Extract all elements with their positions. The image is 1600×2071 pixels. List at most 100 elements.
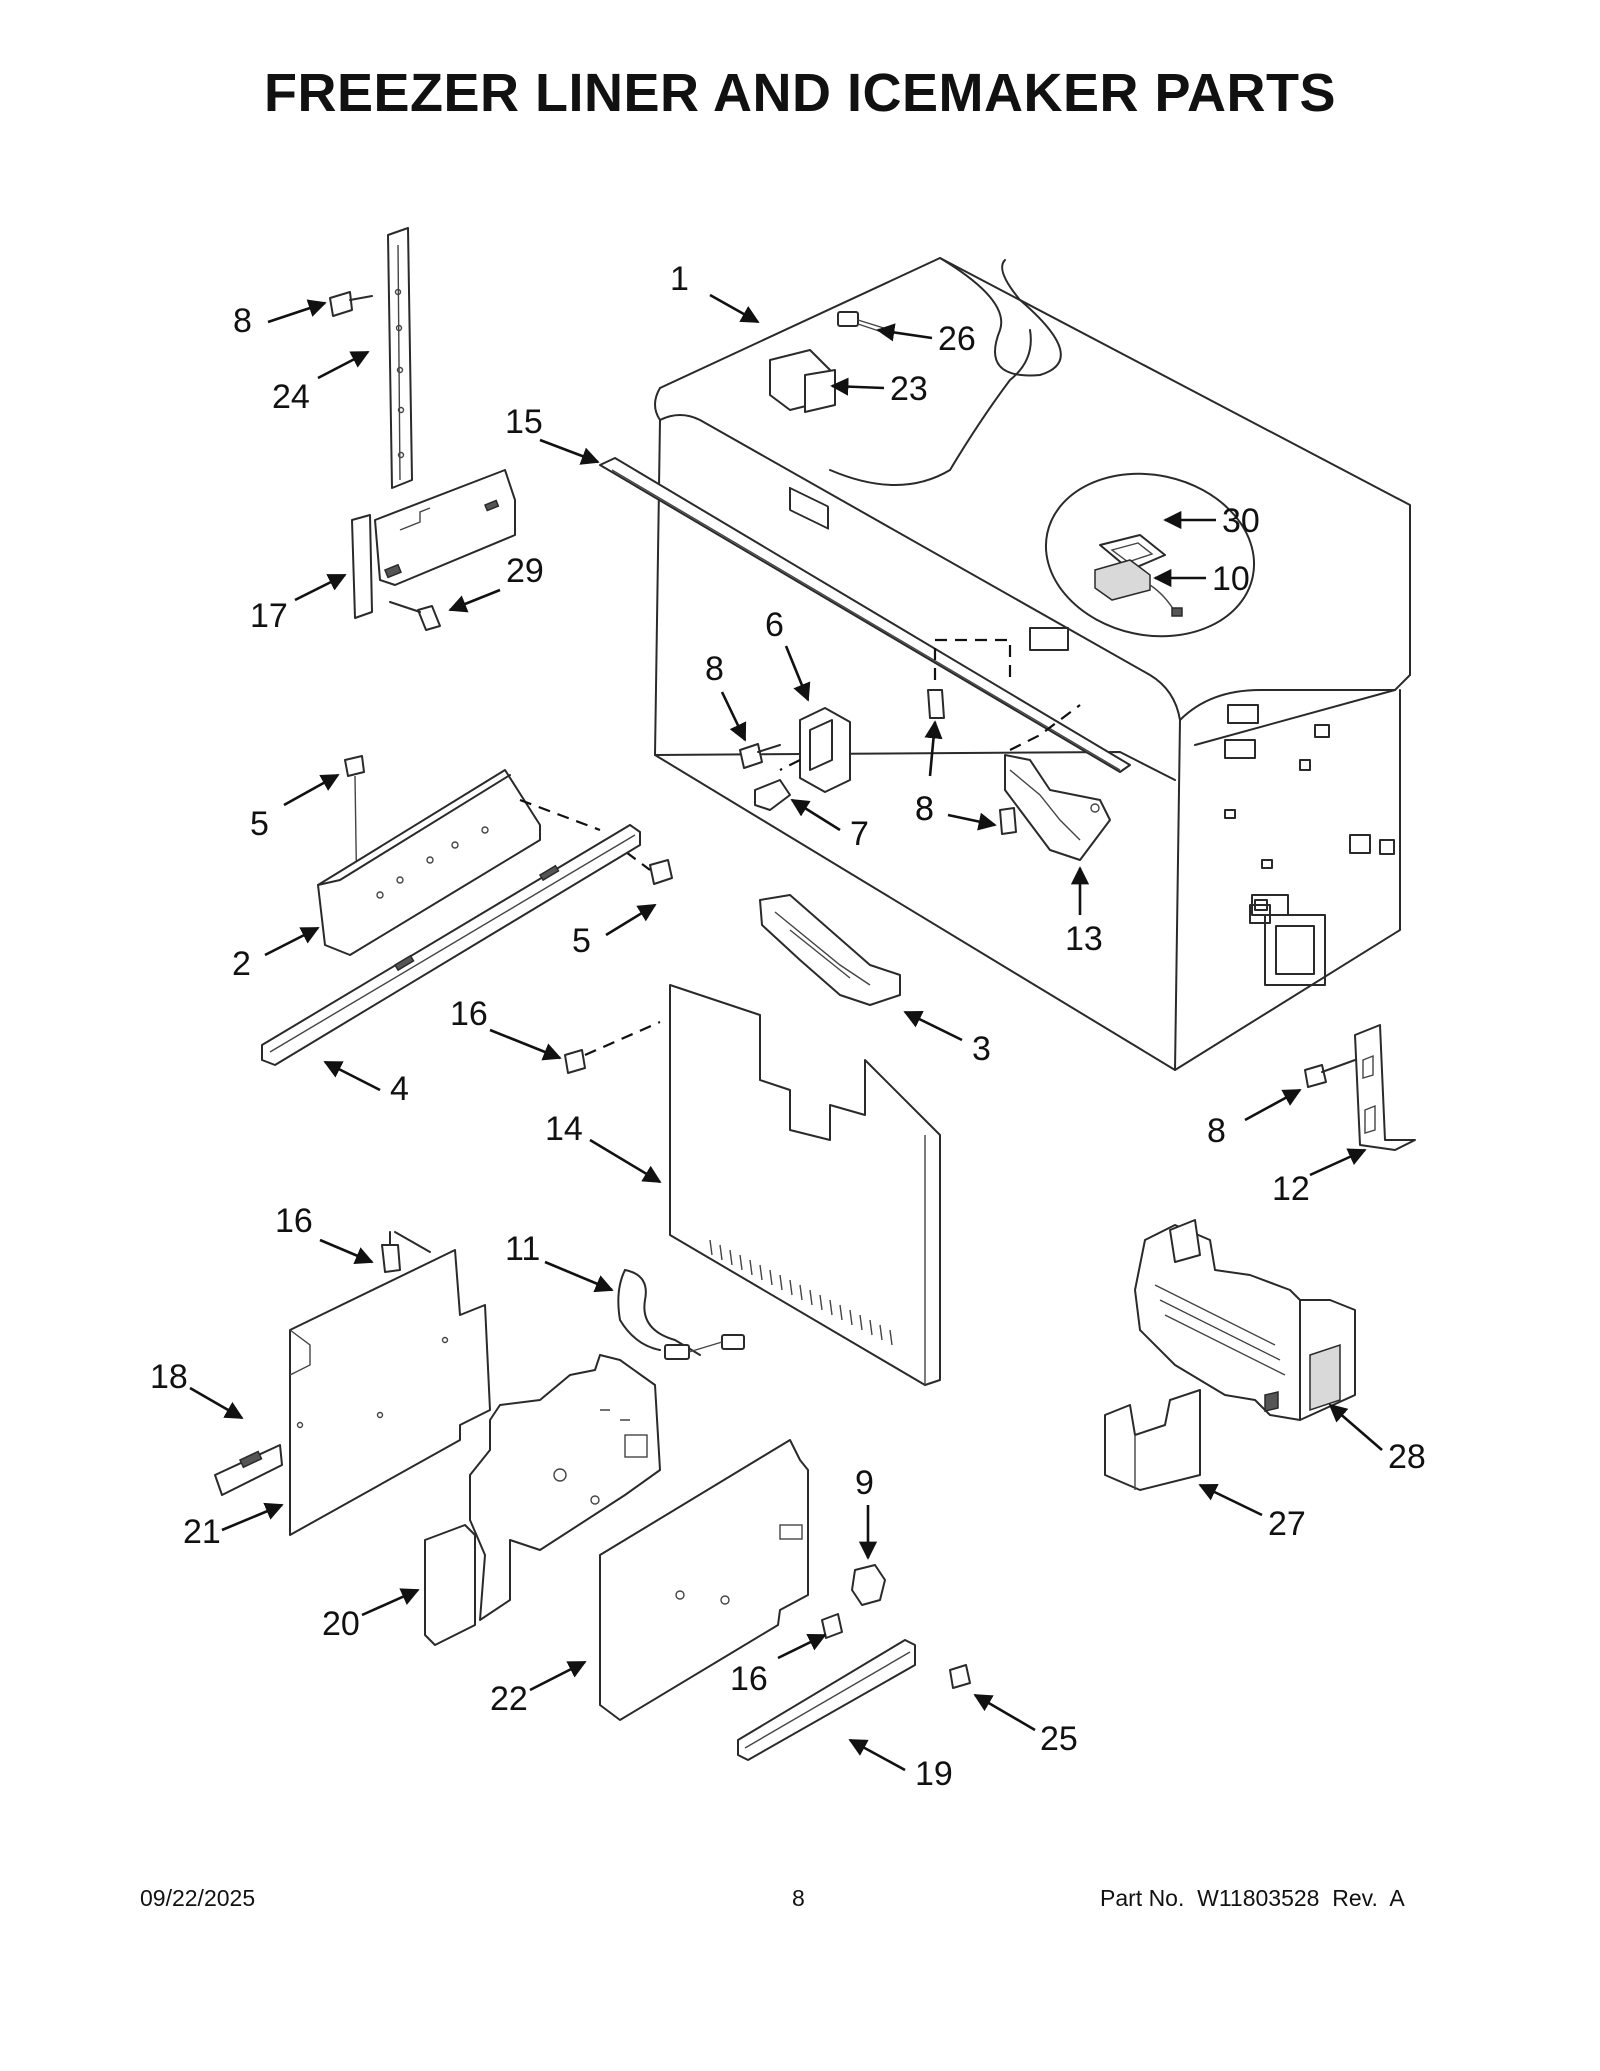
svg-text:8: 8 bbox=[1207, 1112, 1226, 1150]
callout-10: 10 bbox=[1153, 560, 1250, 598]
callout-1: 1 bbox=[670, 260, 760, 324]
screw-8-upper-left bbox=[329, 291, 373, 317]
svg-text:27: 27 bbox=[1268, 1505, 1306, 1543]
svg-text:21: 21 bbox=[183, 1513, 221, 1551]
callout-16-left: 16 bbox=[275, 1202, 374, 1264]
footer-part-number: Part No. W11803528 Rev. A bbox=[1100, 1885, 1405, 1911]
screw-8-right bbox=[1304, 1059, 1356, 1088]
svg-text:25: 25 bbox=[1040, 1720, 1078, 1758]
callout-8-center: 8 bbox=[705, 650, 747, 742]
callout-25: 25 bbox=[973, 1693, 1078, 1758]
svg-text:8: 8 bbox=[915, 790, 934, 828]
svg-text:19: 19 bbox=[915, 1755, 953, 1793]
part-14-cover bbox=[669, 984, 941, 1386]
screw-16-lower bbox=[821, 1613, 843, 1639]
callout-19: 19 bbox=[848, 1738, 953, 1793]
svg-text:12: 12 bbox=[1272, 1170, 1310, 1208]
callout-8-middle: 8 bbox=[915, 720, 943, 828]
part-11-harness bbox=[617, 1269, 745, 1360]
callout-23: 23 bbox=[830, 370, 928, 408]
part-22-panel bbox=[599, 1439, 809, 1721]
part-3-deflector bbox=[759, 894, 901, 1006]
svg-text:11: 11 bbox=[505, 1230, 540, 1268]
screw-16-left bbox=[381, 1231, 431, 1273]
footer-date: 09/22/2025 bbox=[140, 1885, 256, 1911]
part-17-bracket bbox=[351, 469, 516, 619]
svg-text:13: 13 bbox=[1065, 920, 1103, 958]
screw-8-center bbox=[739, 743, 781, 769]
part-2-bracket bbox=[317, 769, 601, 956]
callout-11: 11 bbox=[505, 1230, 614, 1293]
part-21-panel bbox=[289, 1249, 491, 1536]
callout-15: 15 bbox=[505, 403, 600, 465]
part-13-bracket bbox=[999, 704, 1111, 861]
svg-text:30: 30 bbox=[1222, 502, 1260, 540]
callout-24: 24 bbox=[272, 350, 370, 416]
callout-21: 21 bbox=[183, 1502, 284, 1551]
svg-text:26: 26 bbox=[938, 320, 976, 358]
callout-14: 14 bbox=[545, 1110, 662, 1184]
callout-16-lower: 16 bbox=[730, 1633, 827, 1698]
part-4-slide-rail bbox=[261, 824, 641, 1066]
svg-text:14: 14 bbox=[545, 1110, 583, 1148]
callout-8-right: 8 bbox=[1207, 1088, 1302, 1150]
svg-text:28: 28 bbox=[1388, 1438, 1426, 1476]
callout-22: 22 bbox=[490, 1660, 587, 1718]
svg-text:5: 5 bbox=[572, 922, 591, 960]
callout-8-right-center: 8 bbox=[915, 790, 997, 831]
svg-text:5: 5 bbox=[250, 805, 269, 843]
svg-text:22: 22 bbox=[490, 1680, 528, 1718]
svg-text:10: 10 bbox=[1212, 560, 1250, 598]
callout-5-upper: 5 bbox=[250, 773, 340, 843]
callout-5-lower: 5 bbox=[572, 903, 657, 960]
screw-29 bbox=[389, 601, 441, 631]
svg-text:15: 15 bbox=[505, 403, 543, 441]
svg-text:16: 16 bbox=[730, 1660, 768, 1698]
callout-29: 29 bbox=[448, 552, 544, 613]
part-20-housing bbox=[424, 1354, 661, 1646]
callout-13: 13 bbox=[1065, 866, 1103, 958]
callout-7: 7 bbox=[790, 798, 869, 853]
footer-page-number: 8 bbox=[792, 1885, 805, 1911]
svg-text:29: 29 bbox=[506, 552, 544, 590]
part-7-clip bbox=[754, 779, 791, 811]
callout-18: 18 bbox=[150, 1358, 244, 1420]
callout-30: 30 bbox=[1163, 502, 1260, 540]
svg-text:8: 8 bbox=[915, 790, 934, 828]
svg-text:9: 9 bbox=[855, 1464, 874, 1502]
part-15-trim-strip bbox=[599, 457, 1131, 773]
svg-text:8: 8 bbox=[233, 302, 252, 340]
part-19-rail bbox=[737, 1639, 916, 1761]
svg-text:1: 1 bbox=[670, 260, 689, 298]
screw-8-vertical bbox=[927, 638, 1012, 719]
part-28-icemaker bbox=[1134, 1219, 1356, 1421]
part-10-sensor bbox=[1094, 559, 1183, 617]
svg-text:3: 3 bbox=[972, 1030, 991, 1068]
svg-text:20: 20 bbox=[322, 1605, 360, 1643]
screw-16-upper bbox=[564, 1020, 661, 1074]
callout-16-upper: 16 bbox=[450, 995, 562, 1061]
page-title: FREEZER LINER AND ICEMAKER PARTS bbox=[263, 63, 1337, 123]
callout-3: 3 bbox=[903, 1010, 991, 1068]
svg-text:6: 6 bbox=[765, 606, 784, 644]
callout-26: 26 bbox=[876, 320, 976, 358]
screw-25 bbox=[949, 1664, 971, 1689]
freezer-liner bbox=[654, 257, 1411, 1071]
part-30-pad bbox=[1099, 534, 1166, 571]
part-27-cover bbox=[1104, 1389, 1201, 1491]
part-18-rail bbox=[214, 1444, 283, 1496]
part-23-cover bbox=[769, 349, 836, 413]
callout-20: 20 bbox=[322, 1588, 420, 1643]
callout-4: 4 bbox=[323, 1060, 409, 1108]
part-12-bracket bbox=[1354, 1024, 1416, 1151]
callout-17: 17 bbox=[250, 573, 347, 635]
svg-text:16: 16 bbox=[450, 995, 488, 1033]
svg-text:4: 4 bbox=[390, 1070, 409, 1108]
part-24-rail bbox=[387, 227, 413, 489]
callouts: 1 26 23 15 30 10 8 24 bbox=[150, 260, 1426, 1793]
part-9-clip bbox=[851, 1564, 886, 1606]
part-6-housing bbox=[779, 707, 851, 793]
svg-text:2: 2 bbox=[232, 945, 251, 983]
callout-2: 2 bbox=[232, 926, 320, 983]
callout-6: 6 bbox=[765, 606, 811, 702]
